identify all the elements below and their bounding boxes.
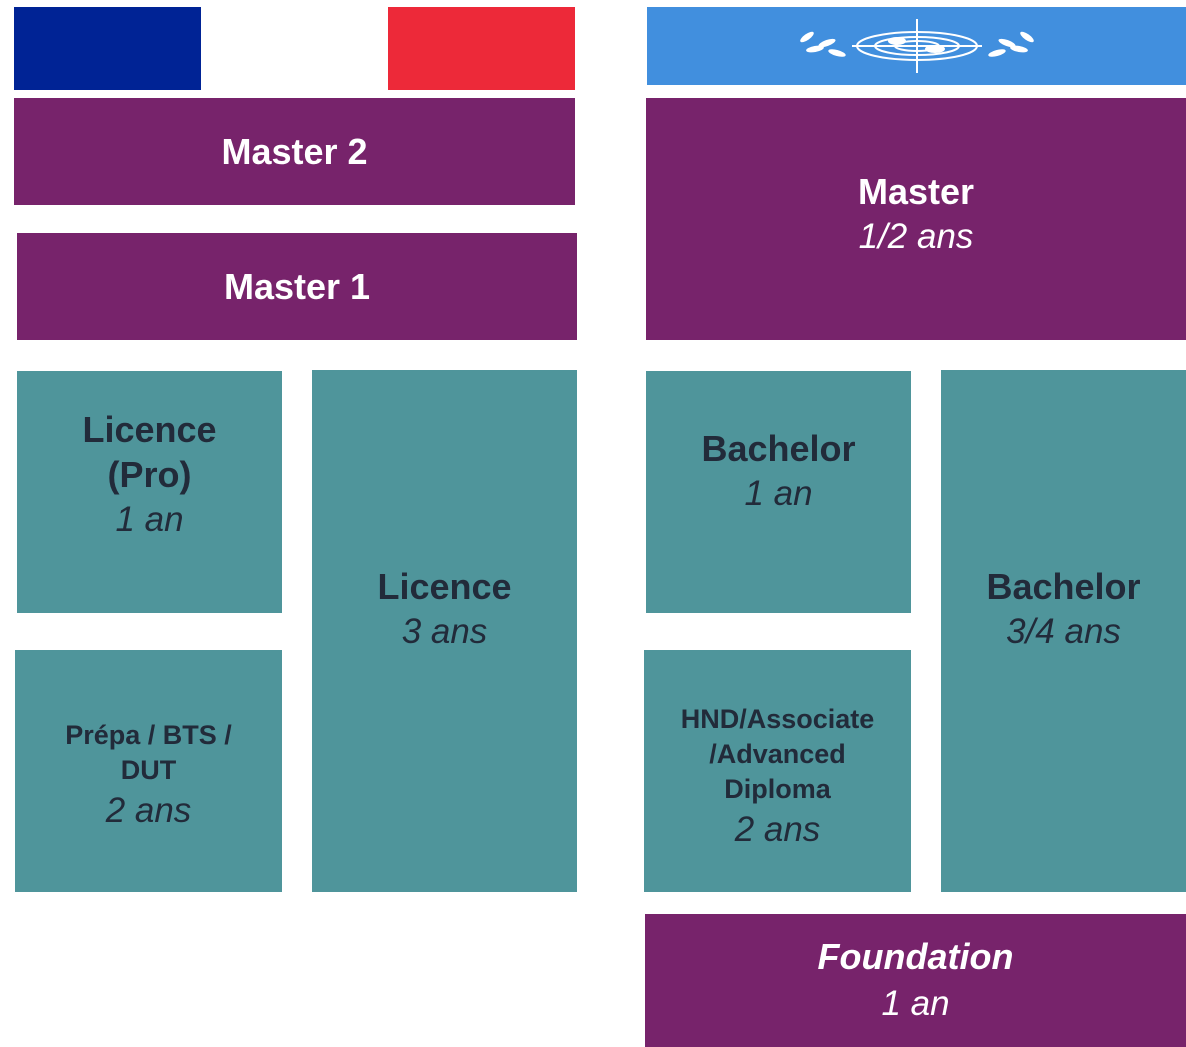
un-flag — [647, 7, 1186, 85]
prepa-title-line1: Prépa / BTS / — [65, 720, 232, 751]
bachelor-1-box: Bachelor 1 an — [646, 371, 911, 613]
bachelor-3-duration: 3/4 ans — [1006, 611, 1121, 651]
master1-box: Master 1 — [17, 233, 577, 340]
france-flag — [14, 7, 575, 90]
master-title: Master — [857, 170, 975, 212]
hnd-duration: 2 ans — [734, 809, 821, 849]
licence-pro-title-line1: Licence — [82, 409, 217, 451]
france-flag-blue — [14, 7, 201, 90]
foundation-title: Foundation — [817, 936, 1014, 978]
hnd-box: HND/Associate /Advanced Diploma 2 ans — [644, 650, 911, 892]
bachelor-3-box: Bachelor 3/4 ans — [941, 370, 1186, 892]
hnd-title-line2: /Advanced — [709, 738, 846, 769]
france-flag-white — [201, 7, 388, 90]
master-duration: 1/2 ans — [858, 216, 974, 256]
bachelor-3-title: Bachelor — [986, 565, 1141, 607]
licence-duration: 3 ans — [401, 611, 488, 651]
master1-title: Master 1 — [223, 266, 371, 307]
france-flag-red — [388, 7, 575, 90]
prepa-box: Prépa / BTS / DUT 2 ans — [15, 650, 282, 892]
licence-title: Licence — [377, 565, 512, 607]
licence-pro-title-line2: (Pro) — [107, 454, 192, 496]
hnd-title-line3: Diploma — [724, 773, 831, 804]
hnd-title-line1: HND/Associate — [680, 703, 875, 734]
bachelor-1-duration: 1 an — [744, 473, 813, 513]
master2-box: Master 2 — [14, 98, 575, 205]
foundation-duration: 1 an — [881, 984, 950, 1024]
master2-title: Master 2 — [221, 131, 368, 172]
master-box: Master 1/2 ans — [646, 98, 1186, 340]
prepa-title-line2: DUT — [120, 755, 177, 786]
bachelor-1-title: Bachelor — [701, 427, 856, 469]
licence-pro-duration: 1 an — [115, 500, 184, 540]
prepa-duration: 2 ans — [105, 791, 192, 831]
licence-box: Licence 3 ans — [312, 370, 577, 892]
licence-pro-box: Licence (Pro) 1 an — [17, 371, 282, 613]
un-emblem-icon — [800, 19, 1034, 73]
foundation-box: Foundation 1 an — [645, 914, 1186, 1047]
